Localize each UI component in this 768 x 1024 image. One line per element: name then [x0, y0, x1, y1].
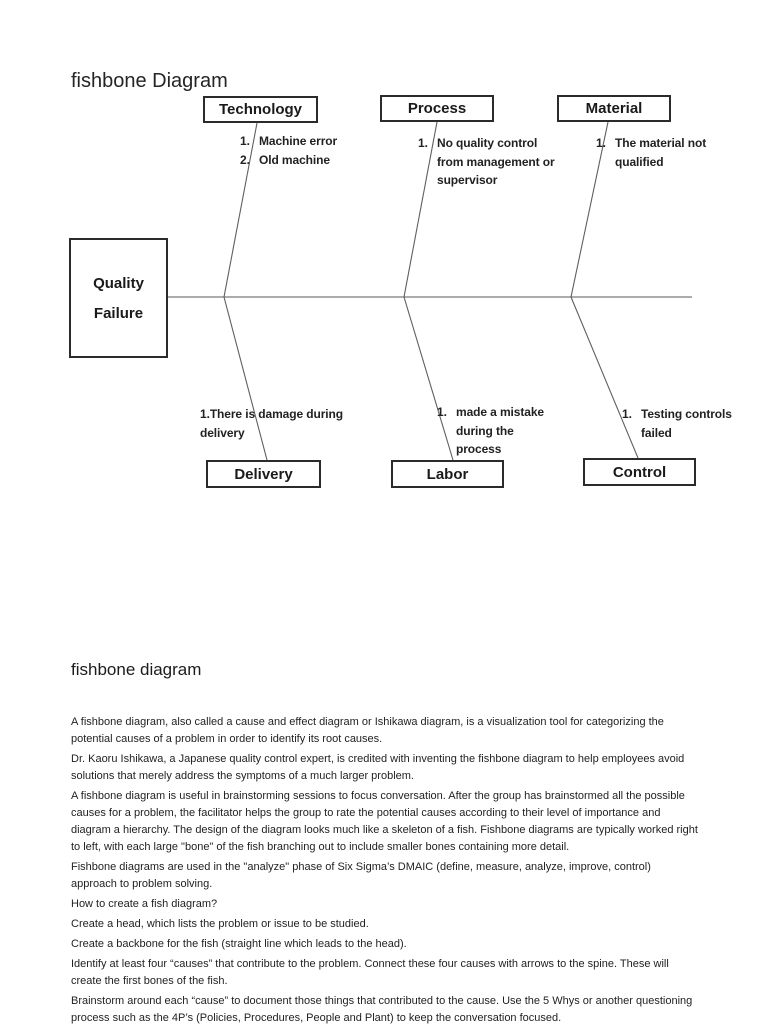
category-box-process: Process — [380, 95, 494, 122]
cause-number: 2. — [240, 152, 250, 167]
cause-item: 1. made a mistake during the process — [437, 403, 554, 459]
cause-text: The material not qualified — [615, 136, 707, 169]
effect-label-line2: Failure — [93, 304, 144, 322]
article-paragraph: Brainstorm around each “cause” to docume… — [71, 995, 693, 1024]
cause-list-process: 1. No quality control from management or… — [418, 134, 565, 190]
cause-number: 1. — [418, 136, 428, 150]
article-paragraph: A fishbone diagram, also called a cause … — [71, 716, 664, 745]
control-bone-line — [570, 296, 639, 459]
cause-item: 1.There is damage during delivery — [200, 405, 360, 442]
category-box-material: Material — [557, 95, 671, 122]
cause-number: 1. — [200, 407, 210, 421]
category-label: Process — [407, 100, 467, 117]
category-label: Technology — [218, 101, 303, 118]
effect-label-line1: Quality — [93, 274, 144, 292]
cause-number: 1. — [622, 407, 632, 421]
cause-text: Old machine — [259, 152, 330, 167]
category-box-control: Control — [583, 458, 696, 486]
article-paragraph: A fishbone diagram is useful in brainsto… — [71, 790, 698, 853]
category-box-labor: Labor — [391, 460, 504, 488]
category-box-technology: Technology — [203, 96, 318, 123]
fishbone-skeleton — [166, 121, 692, 461]
technology-bone-line — [223, 122, 258, 298]
cause-list-control: 1. Testing controls failed — [622, 405, 748, 442]
cause-text: made a mistake during the process — [456, 405, 544, 456]
cause-text: There is damage during delivery — [200, 407, 343, 440]
cause-text: No quality control from management or su… — [437, 136, 555, 187]
process-bone-line — [403, 121, 438, 298]
cause-list-technology: 1. Machine error 2. Old machine — [240, 132, 352, 169]
cause-list-labor: 1. made a mistake during the process — [437, 403, 554, 459]
cause-list-material: 1. The material not qualified — [596, 134, 724, 171]
cause-number: 1. — [240, 134, 250, 148]
article-paragraph: Dr. Kaoru Ishikawa, a Japanese quality c… — [71, 753, 685, 782]
article-paragraph: Identify at least four “causes” that con… — [71, 958, 669, 987]
category-label: Material — [585, 100, 643, 117]
cause-item: 1. Machine error — [240, 132, 352, 151]
article-paragraph: Create a head, which lists the problem o… — [71, 918, 369, 930]
category-label: Control — [612, 463, 667, 481]
diagram-title: fishbone Diagram — [71, 70, 228, 92]
cause-list-delivery: 1.There is damage during delivery — [200, 405, 360, 442]
article-paragraph: Create a backbone for the fish (straight… — [71, 938, 407, 950]
material-bone-line — [570, 121, 609, 298]
labor-bone-line — [403, 296, 454, 461]
cause-number: 1. — [437, 405, 447, 419]
category-label: Labor — [426, 465, 469, 483]
category-box-delivery: Delivery — [206, 460, 321, 488]
delivery-bone-line — [223, 296, 268, 461]
cause-item: 1. No quality control from management or… — [418, 134, 565, 190]
article-paragraph: How to create a fish diagram? — [71, 898, 218, 910]
category-label: Delivery — [234, 465, 293, 483]
cause-text: Machine error — [259, 134, 338, 148]
cause-number: 1. — [596, 136, 606, 150]
article-body: A fishbone diagram, also called a cause … — [71, 714, 699, 1024]
article-heading: fishbone diagram — [71, 660, 202, 679]
cause-text: Testing controls failed — [641, 407, 732, 440]
cause-item: 2. Old machine — [240, 151, 352, 170]
effect-box-quality-failure: Quality Failure — [69, 238, 168, 358]
article-paragraph: Fishbone diagrams are used in the "analy… — [71, 861, 651, 890]
cause-item: 1. The material not qualified — [596, 134, 724, 171]
cause-item: 1. Testing controls failed — [622, 405, 748, 442]
